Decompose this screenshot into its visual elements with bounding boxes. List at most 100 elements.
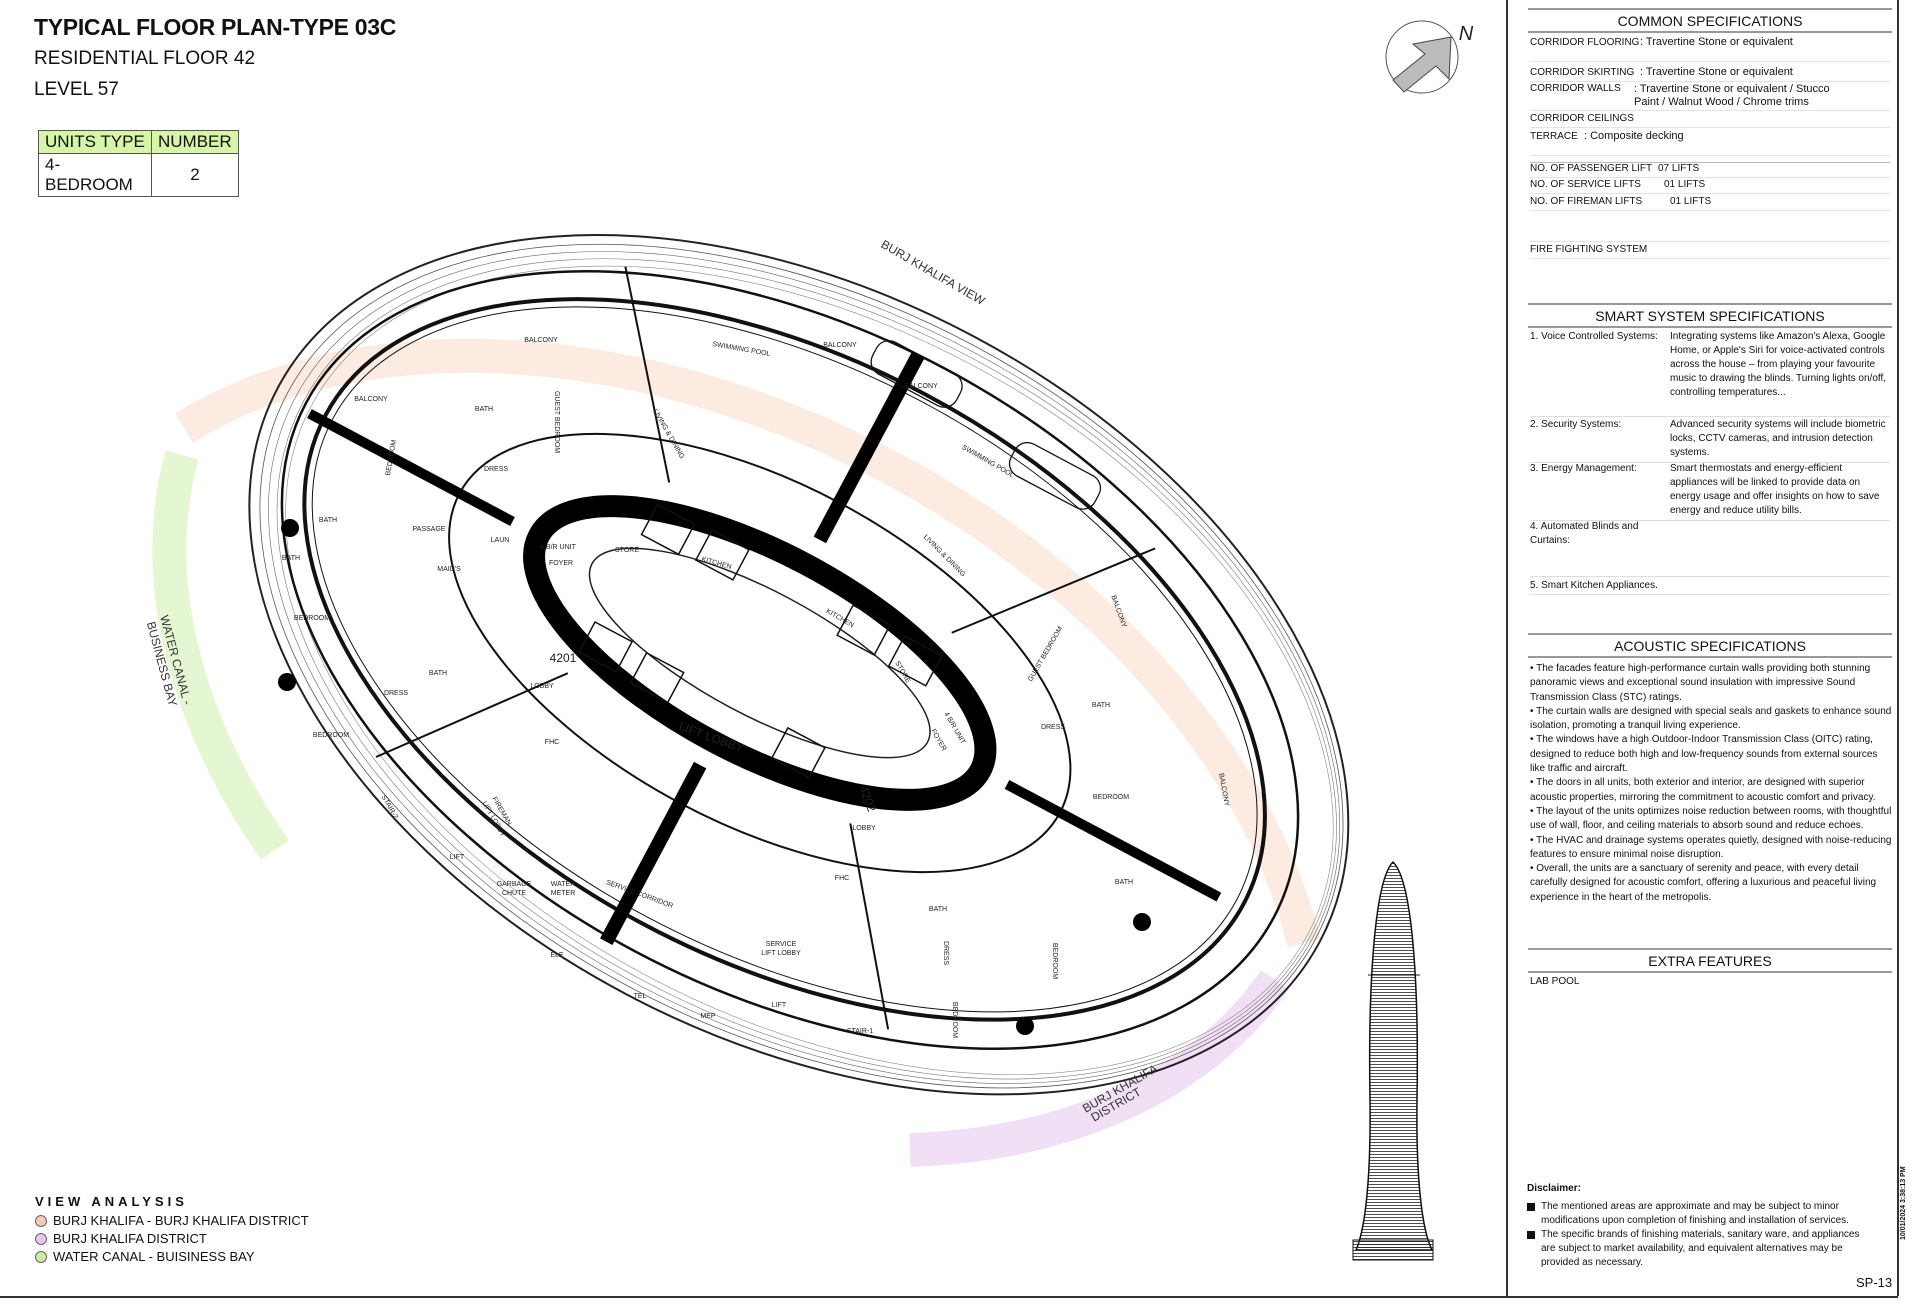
compass-north-label: N [1459,23,1474,45]
view-arc-burj-khalifa-district [909,970,1289,1167]
label-balcony: BALCONY [524,337,558,344]
label-stair-1: STAIR-1 [847,1028,873,1035]
floor-subtitle: RESIDENTIAL FLOOR 42 [34,48,256,69]
label-unit-4201: 4201 [550,651,577,665]
label-foyer: FOYER [929,728,947,752]
disclaimer-item: The mentioned areas are approximate and … [1527,1200,1867,1228]
label-foyer: FOYER [549,560,573,567]
legend-label: BURJ KHALIFA - BURJ KHALIFA DISTRICT [53,1213,309,1228]
column [1133,913,1151,931]
sheet-number: SP-13 [1856,1275,1893,1290]
label-dress: DRESS [384,690,408,697]
label-bath: BATH [429,670,447,677]
sheet-border-right [1897,0,1899,1296]
extra-feature-item: LAB POOL [1530,976,1580,987]
acoustic-bullet: • The doors in all units, both exterior … [1530,777,1876,803]
panel-divider [1506,0,1508,1296]
label-garbage-chute: CHUTE [502,890,526,897]
label-lobby: LOBBY [530,683,554,690]
acoustic-bullet: • The layout of the units optimizes nois… [1530,805,1892,832]
print-timestamp: 10/01/2024 3:38:13 PM [1900,1166,1907,1240]
smart-specs-title: SMART SYSTEM SPECIFICATIONS [1528,303,1892,328]
tower-elevation-drawing [1352,860,1434,1261]
label-bath: BATH [1092,702,1110,709]
building-outline [248,234,1350,1096]
smart-spec-item: 5. Smart Kitchen Appliances. [1530,579,1890,595]
view-analysis-title: VIEW ANALYSIS [35,1194,188,1209]
label-swimming-pool: SWIMMING POOL [712,341,771,358]
label-bath: BATH [1115,879,1133,886]
spec-row: CORRIDOR CEILINGS [1530,113,1890,128]
view-arc-burj-khalifa [175,338,1321,948]
units-table: UNITS TYPE NUMBER 4-BEDROOM 2 [38,130,239,197]
label-laundry: LAUN [491,537,510,544]
spec-row: TERRACE: Composite decking [1530,130,1890,156]
acoustic-specs-list: • The facades feature high-performance c… [1530,662,1894,905]
disclaimer: Disclaimer: The mentioned areas are appr… [1527,1182,1867,1270]
spec-row: CORRIDOR SKIRTING: Travertine Stone or e… [1530,66,1890,82]
label-water-meter: METER [551,890,576,897]
acoustic-specs-title: ACOUSTIC SPECIFICATIONS [1528,633,1892,658]
smart-spec-item: 4. Automated Blinds and Curtains: [1530,520,1890,577]
label-lift: LIFT [450,854,465,861]
legend-swatch-purple [35,1232,47,1245]
label-service-lift-lobby: LIFT LOBBY [761,950,801,957]
label-guest-bedroom: GUEST BEDROOM [1027,625,1064,682]
smart-spec-item: 1. Voice Controlled Systems:Integrating … [1530,330,1890,417]
legend-item: BURJ KHALIFA DISTRICT [35,1231,207,1246]
label-bedroom: BEDROOM [294,615,330,622]
label-balcony: BALCONY [354,396,388,403]
label-balcony: BALCONY [823,342,857,349]
bullet-square-icon [1527,1203,1535,1211]
acoustic-bullet: • The windows have a high Outdoor-Indoor… [1530,734,1878,775]
view-arc-water-canal [152,450,289,860]
label-bedroom: BEDROOM [1093,794,1129,801]
view-label-burj-khalifa: BURJ KHALIFA VIEW [879,237,988,308]
legend-item: WATER CANAL - BUISINESS BAY [35,1249,255,1264]
label-fhc: FHC [835,875,849,882]
north-arrow-icon: N [1385,20,1474,94]
spec-row: CORRIDOR WALLS: Travertine Stone or equi… [1530,83,1890,111]
label-bath: BATH [319,517,337,524]
label-living-dining: LIVING & DINING [651,408,685,460]
spec-row: CORRIDOR FLOORING: Travertine Stone or e… [1530,36,1890,62]
label-maids: MAID'S [437,566,461,573]
label-bath: BATH [929,906,947,913]
smart-spec-item: 2. Security Systems:Advanced security sy… [1530,418,1890,463]
label-ele: ELE [550,952,564,959]
smart-spec-item: 3. Energy Management:Smart thermostats a… [1530,462,1890,521]
disclaimer-title: Disclaimer: [1527,1183,1581,1194]
label-bedroom: BEDROOM [951,1002,958,1038]
label-dress: DRESS [942,941,949,965]
legend-swatch-peach [35,1214,47,1227]
legend-label: WATER CANAL - BUISINESS BAY [53,1249,255,1264]
spec-row [1530,213,1890,242]
label-4br-unit: 4 B/R UNIT [942,711,966,746]
unit-type-cell: 4-BEDROOM [38,153,152,197]
label-bedroom: BEDROOM [313,732,349,739]
acoustic-bullet: • The curtain walls are designed with sp… [1530,705,1892,732]
acoustic-bullet: • The HVAC and drainage systems operates… [1530,834,1892,860]
bullet-square-icon [1527,1231,1535,1239]
label-bedroom: BEDROOM [1051,943,1058,979]
label-service-lift-lobby: SERVICE [766,941,797,948]
label-dress: DRESS [484,466,508,473]
table-row: 4-BEDROOM 2 [38,153,239,197]
label-bath: BATH [282,555,300,562]
label-garbage-chute: GARBAGE [497,881,532,888]
label-mep: MEP [700,1013,716,1020]
legend-swatch-green [35,1250,47,1263]
level-subtitle: LEVEL 57 [34,79,119,100]
legend-item: BURJ KHALIFA - BURJ KHALIFA DISTRICT [35,1213,309,1228]
column [1016,1017,1034,1035]
acoustic-bullet: • The facades feature high-performance c… [1530,663,1871,703]
acoustic-bullet: • Overall, the units are a sanctuary of … [1530,863,1877,903]
label-4br-unit: 4 B/R UNIT [540,544,577,551]
spec-row: FIRE FIGHTING SYSTEM [1530,244,1890,259]
column [278,673,296,691]
units-table-header: UNITS TYPE NUMBER [38,130,239,154]
label-passage: PASSAGE [413,526,446,533]
